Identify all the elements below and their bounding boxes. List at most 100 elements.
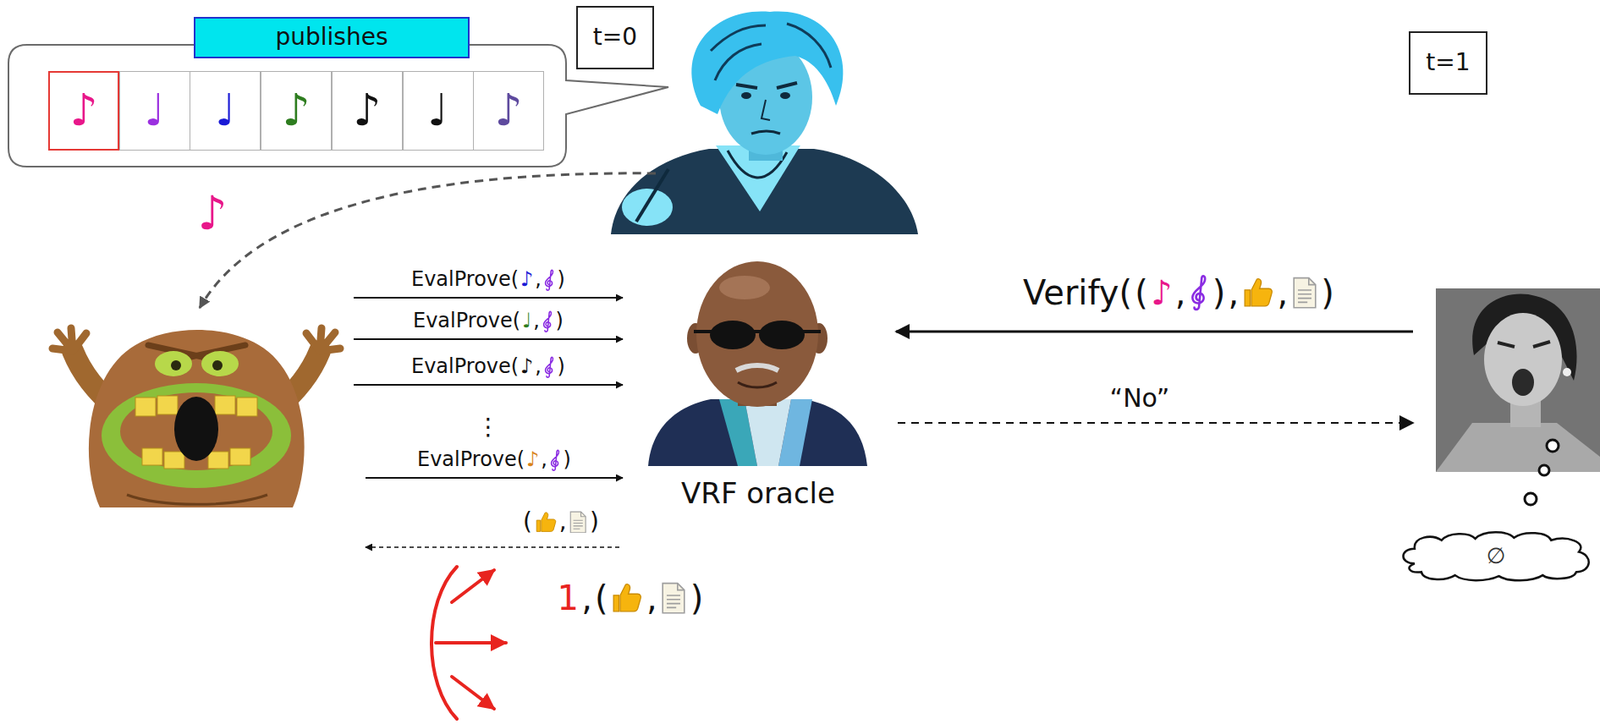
note-symbol: ♪ [69, 85, 98, 137]
note-symbol: ♩ [143, 85, 165, 137]
note-cell: ♪ [48, 71, 120, 151]
query-label-text: ) [555, 309, 564, 334]
query-label-text: , [540, 448, 548, 473]
publish-box: publishes [193, 16, 470, 59]
verify-label-text: ♪ [1150, 273, 1173, 313]
clef-path [551, 450, 560, 471]
node-text: t=1 [1425, 49, 1470, 77]
verify-label-text: , [1175, 273, 1187, 313]
output-label-text: ) [690, 578, 704, 618]
composer-portrait [610, 11, 919, 235]
published-note-text: ♪ [197, 186, 227, 241]
verify-label-text: ( [1134, 273, 1149, 313]
answer-arrow [897, 422, 1414, 424]
note-symbol: ♪ [282, 85, 311, 137]
clef-path [545, 269, 554, 291]
query-label-text: ) [557, 268, 566, 292]
thumbs-up [534, 511, 558, 534]
treble-clef [543, 269, 556, 292]
query-label-text: ♪ [526, 448, 539, 473]
query-label-text: ♪ [520, 355, 534, 380]
thumb-path [1244, 279, 1272, 307]
dashed-curve [199, 173, 656, 308]
page-lines [1297, 277, 1316, 303]
query-label-text: , [534, 355, 542, 380]
query-label-text: EvalProve( [411, 355, 519, 380]
query-label-text: ) [557, 355, 566, 380]
verify-arrow [896, 330, 1414, 334]
node-text: ∅ [1486, 544, 1507, 570]
page-lines [573, 511, 587, 529]
oracle-caption-text: VRF oracle [681, 477, 836, 511]
query-label-text: ) [563, 448, 572, 473]
output-label-text: , [581, 578, 593, 618]
note-symbol: ♩ [214, 85, 237, 137]
query-label-text: EvalProve( [417, 448, 525, 473]
note-symbol: ♪ [494, 85, 523, 137]
verify-label-text: ) [1212, 273, 1227, 313]
time-box: t=1 [1408, 31, 1488, 95]
query-label-text: , [534, 268, 542, 292]
query-label: EvalProve(♪,) [410, 355, 567, 380]
singer-photo [1435, 288, 1600, 473]
query-label-text: ♪ [520, 268, 534, 292]
output-label-text: ( [594, 578, 609, 618]
reply-label-text: , [559, 508, 567, 536]
query-label: EvalProve(♪,) [416, 448, 572, 473]
node-text: publishes [275, 23, 389, 51]
clef-path [1193, 275, 1206, 310]
page-lines [666, 582, 685, 608]
document-icon [568, 511, 588, 534]
treble-clef [549, 449, 561, 472]
speech-bubble [8, 44, 669, 167]
reply-label-text: ( [522, 508, 533, 536]
node-text: t=0 [593, 23, 638, 51]
treble-clef [543, 356, 556, 379]
thought-cloud: ∅ [1397, 530, 1595, 583]
reply-label-text: ) [589, 508, 600, 536]
page-path [570, 511, 586, 534]
ellipsis: ⋮ [475, 413, 501, 441]
note-cell: ♩ [119, 71, 191, 151]
note-cell: ♪ [331, 71, 403, 151]
verify-label: Verify((♪,),,) [1021, 273, 1336, 313]
verify-label-text: Verify( [1022, 273, 1133, 313]
query-label-text: , [533, 309, 540, 334]
verify-label-text: ) [1320, 273, 1335, 313]
clef-path [545, 357, 554, 378]
verify-label-text: , [1276, 273, 1288, 313]
time-box: t=0 [576, 5, 655, 70]
answer-label: “No” [1108, 384, 1171, 414]
choice-bracket [431, 566, 506, 720]
reply-label: (,) [522, 508, 600, 536]
output-label-text: , [646, 578, 658, 618]
document-icon [1291, 276, 1319, 309]
treble-clef [1188, 274, 1210, 312]
output-label-text: 1 [557, 578, 579, 618]
query-label: EvalProve(♪,) [410, 268, 567, 292]
output-label: 1,(,) [555, 578, 705, 618]
verify-label-text: , [1228, 273, 1240, 313]
query-label-text: EvalProve( [411, 268, 519, 292]
note-cell: ♩ [402, 71, 474, 151]
answer-label-text: “No” [1110, 384, 1171, 414]
thumbs-up [1242, 276, 1275, 309]
cloud-path [1402, 532, 1589, 581]
ellipsis-text: ⋮ [476, 413, 501, 441]
document-icon [659, 582, 688, 615]
page-path [662, 582, 685, 613]
note-cell: ♩ [189, 71, 261, 151]
clef-path [544, 311, 552, 332]
thought-dots [1524, 465, 1550, 506]
monster-plush [52, 328, 341, 508]
query-arrows [353, 297, 623, 548]
query-label-text: EvalProve( [412, 309, 521, 334]
oracle-caption: VRF oracle [680, 477, 837, 511]
thumbs-up [610, 582, 644, 615]
oracle-photo [648, 261, 868, 467]
note-symbol: ♪ [352, 85, 381, 137]
published-note: ♪ [195, 186, 229, 241]
thumb-path [613, 584, 641, 612]
